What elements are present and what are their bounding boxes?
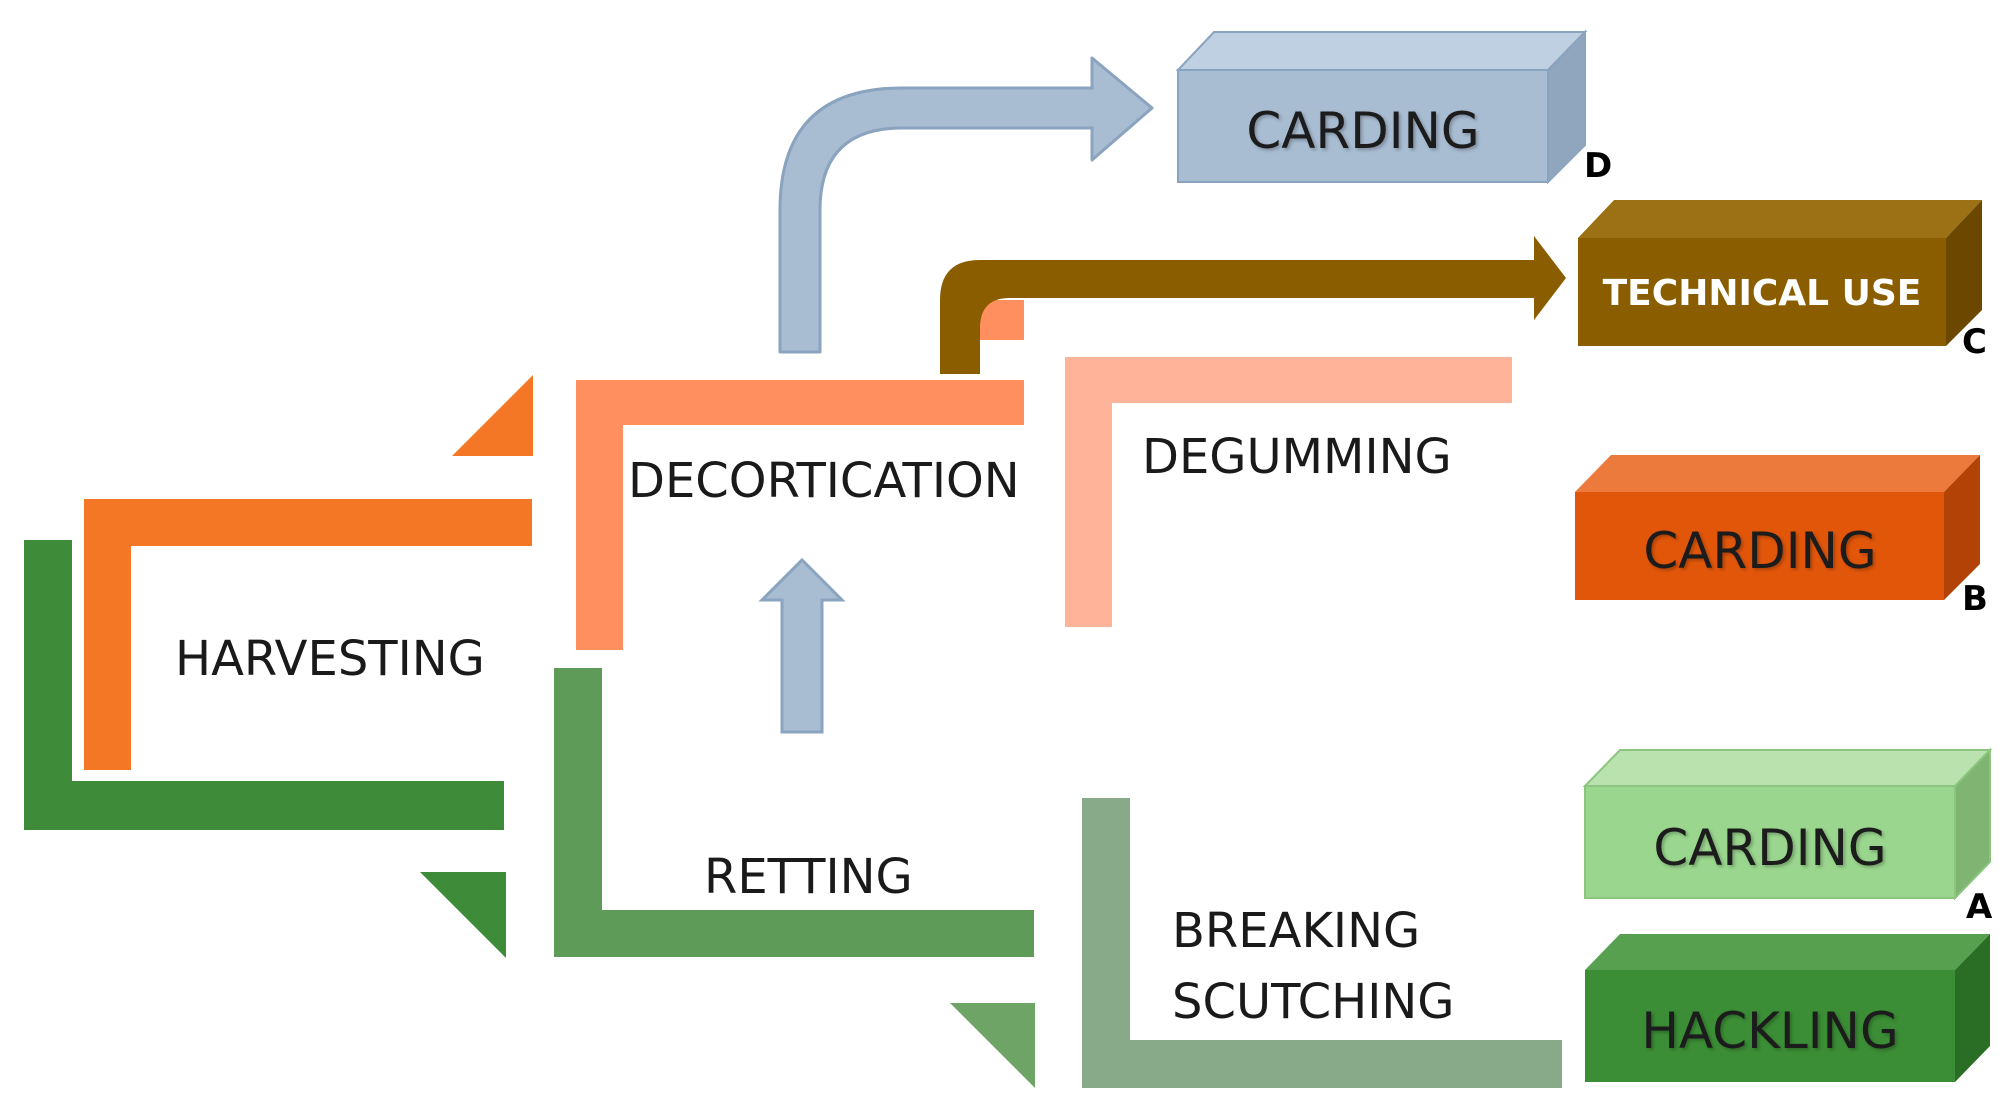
output-box-carding-d: CARDING D [1175,29,1612,186]
stage-harvesting: HARVESTING [175,631,485,687]
peach-bracket [1065,357,1512,627]
blue-curved-arrow [778,56,1154,354]
output-box-carding-b: CARDING B [1575,455,1988,619]
output-box-hackling: HACKLING [1585,934,1990,1082]
output-a-tag: A [1966,887,1993,927]
output-d-tag: D [1584,146,1612,186]
output-c-tag: C [1962,322,1987,362]
output-hackling-label: HACKLING [1641,1002,1898,1060]
output-b-label: CARDING [1643,522,1876,580]
decortication-bracket: DECORTICATION [576,300,1024,734]
mid-green-triangle [950,1003,1035,1088]
blue-up-arrow [758,557,846,734]
salmon-bracket [576,380,1024,650]
output-c-label: TECHNICAL USE [1603,273,1922,314]
breaking-scutching-bracket: BREAKING SCUTCHING [1082,798,1562,1088]
stage-decortication: DECORTICATION [628,453,1020,509]
dark-green-bracket [24,540,504,830]
stage-scutching: SCUTCHING [1172,974,1455,1030]
stage-retting: RETTING [704,849,913,905]
output-box-technical-use-c: TECHNICAL USE C [1578,200,1987,362]
stage-degumming: DEGUMMING [1142,429,1452,485]
sage-green-bracket [1082,798,1562,1088]
orange-bracket [84,499,532,770]
mid-green-bracket [554,668,1034,957]
dark-green-triangle [420,872,506,958]
degumming-bracket: DEGUMMING [1065,357,1512,627]
retting-bracket: RETTING [554,668,1035,1088]
harvesting-bracket: HARVESTING [24,375,533,958]
output-a-label: CARDING [1653,819,1886,877]
output-b-tag: B [1962,579,1988,619]
output-box-carding-a: CARDING A [1582,747,1993,927]
stage-breaking: BREAKING [1172,903,1420,959]
brown-curved-arrow [940,236,1566,374]
output-d-label: CARDING [1246,102,1479,160]
orange-triangle [452,375,533,456]
